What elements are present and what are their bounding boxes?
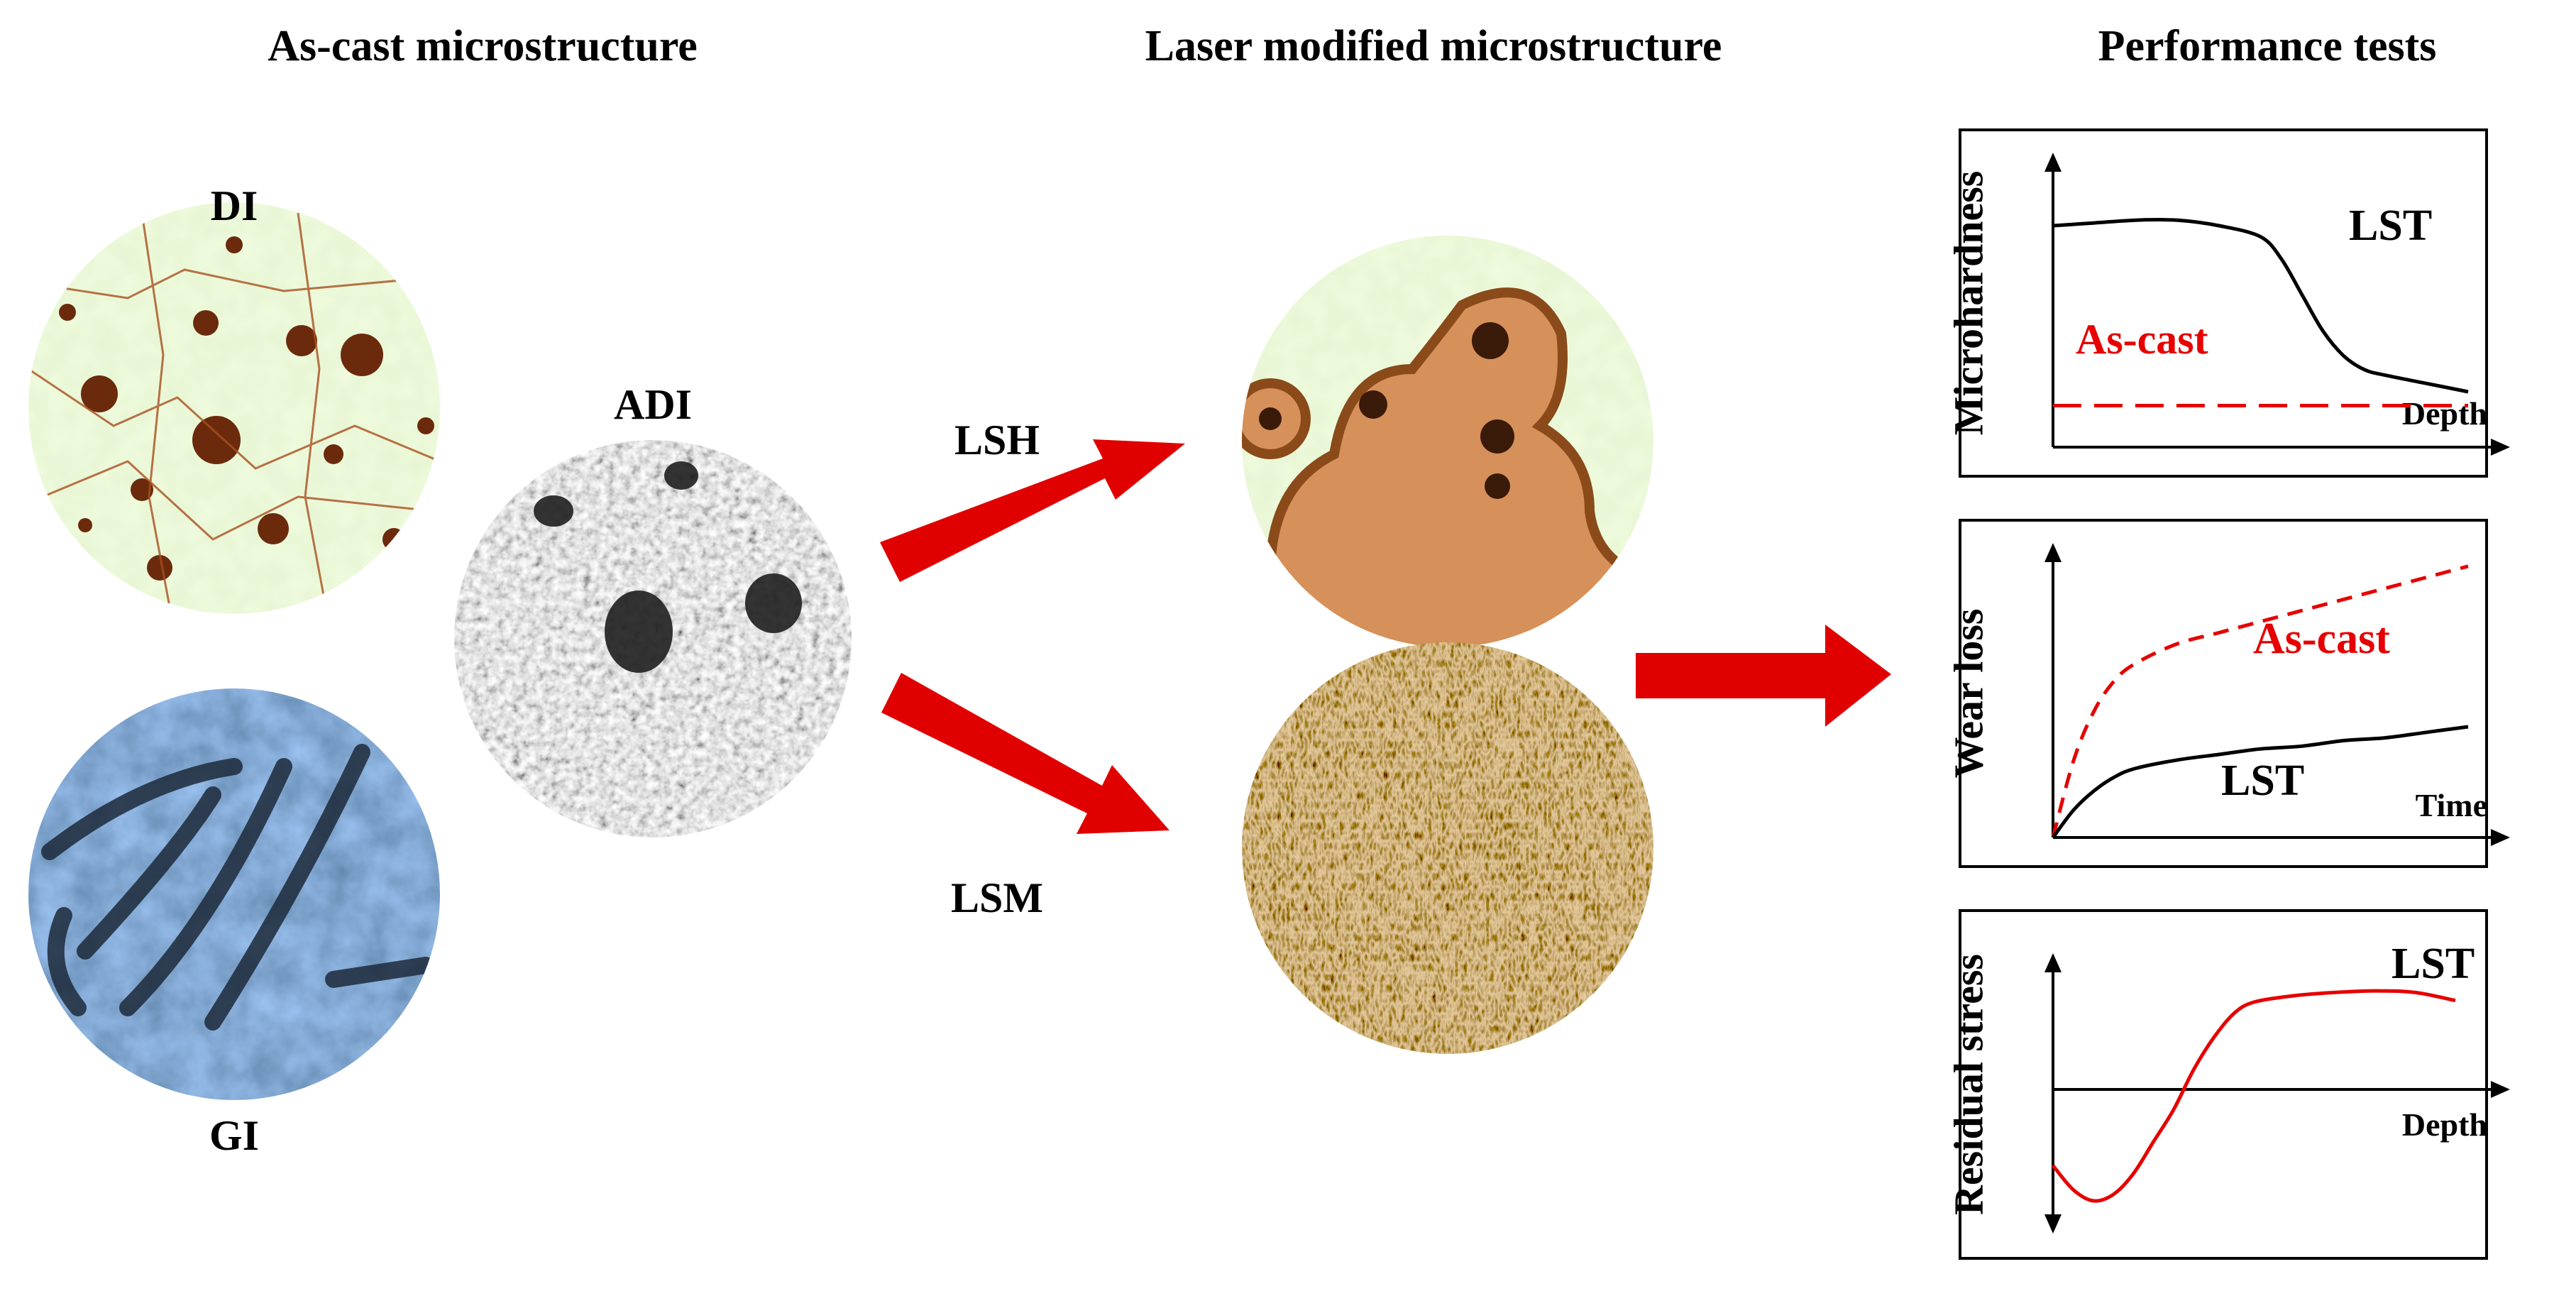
lsm-arrow <box>881 673 1169 834</box>
series-lst-label: LST <box>2391 940 2475 988</box>
label-adi: ADI <box>614 381 692 428</box>
adi-micrograph <box>454 440 852 837</box>
label-lsh: LSH <box>954 417 1040 463</box>
gi-micrograph <box>28 688 440 1100</box>
xlabel: Depth <box>2402 395 2487 432</box>
microhardness-panel <box>1959 128 2488 478</box>
residual-stress-chart: Residual stress Depth LST <box>1945 940 2510 1234</box>
wear-loss-panel <box>1959 519 2488 868</box>
residual-stress-panel <box>1959 909 2488 1260</box>
di-micrograph <box>28 202 440 614</box>
x-axis-arrowhead <box>2491 829 2510 846</box>
ylabel: Wear loss <box>1945 609 1991 779</box>
heading-as-cast: As-cast microstructure <box>268 22 697 70</box>
xlabel: Time <box>2416 787 2487 823</box>
microhardness-chart: Microhardness Depth LST As-cast <box>1945 153 2510 456</box>
y-axis-arrowhead-up <box>2044 953 2062 972</box>
lsh-micrograph <box>1242 236 1653 647</box>
lsm-micrograph <box>1242 642 1653 1054</box>
y-axis-arrowhead-down <box>2044 1214 2062 1234</box>
x-axis-arrowhead <box>2491 439 2510 456</box>
heading-laser-modified: Laser modified microstructure <box>1145 22 1722 70</box>
xlabel: Depth <box>2402 1106 2487 1143</box>
ylabel: Microhardness <box>1945 171 1991 436</box>
series-lst-label: LST <box>2221 757 2304 805</box>
series-lst-line <box>2051 725 2469 839</box>
y-axis-arrowhead <box>2044 153 2062 172</box>
label-di: DI <box>211 182 258 229</box>
label-gi: GI <box>209 1112 259 1159</box>
heading-performance: Performance tests <box>2098 22 2437 70</box>
output-arrow <box>1636 625 1891 727</box>
series-as-cast-label: As-cast <box>2076 316 2208 363</box>
x-axis-arrowhead <box>2491 1081 2510 1098</box>
series-as-cast-label: As-cast <box>2253 615 2390 663</box>
wear-loss-chart: Wear loss Time As-cast LST <box>1945 543 2510 846</box>
ylabel: Residual stress <box>1945 954 1991 1215</box>
series-lst-label: LST <box>2349 202 2432 250</box>
y-axis-arrowhead <box>2044 543 2062 562</box>
lsh-arrow <box>880 439 1185 582</box>
label-lsm: LSM <box>951 874 1043 921</box>
series-lst-line <box>2052 989 2456 1203</box>
series-lst-line <box>2052 217 2469 394</box>
